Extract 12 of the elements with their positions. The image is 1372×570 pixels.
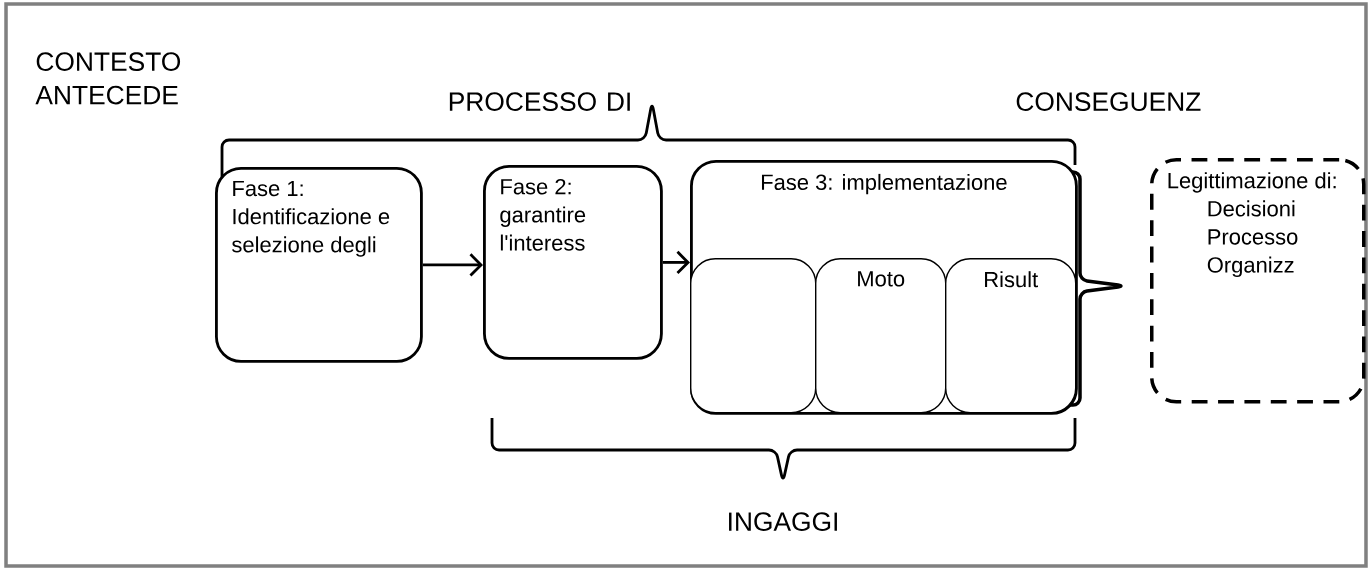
sub-box: Risult bbox=[945, 258, 1077, 414]
sub-box: Moto bbox=[815, 258, 947, 414]
heading-label: INGAGGI bbox=[729, 512, 837, 531]
heading-label: CONSEGUENZ bbox=[1016, 92, 1201, 111]
process-box: Fase 1: Identificazione e selezione degli bbox=[215, 167, 423, 363]
process-box: Fase 2: garantire l'interess bbox=[483, 165, 663, 360]
dashed-box: Legittimazione di: Decisioni Processo Organizz bbox=[1150, 158, 1366, 404]
arrow bbox=[662, 250, 690, 274]
heading-label: CONTESTO ANTECEDE bbox=[35, 52, 181, 105]
sub-box bbox=[690, 258, 817, 414]
arrow bbox=[422, 253, 483, 277]
heading-label: PROCESSO DI bbox=[449, 92, 630, 111]
